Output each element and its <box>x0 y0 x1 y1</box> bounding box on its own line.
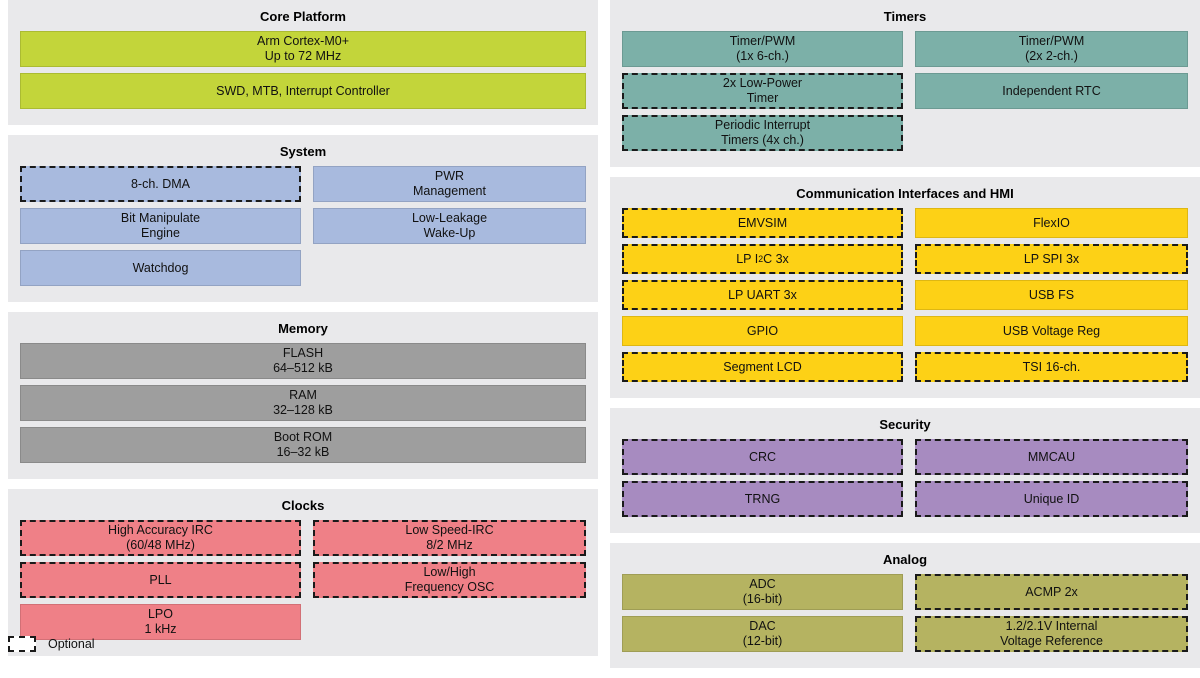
block-watchdog[interactable]: Watchdog <box>20 250 301 286</box>
panel-clocks: Clocks High Accuracy IRC (60/48 MHz) PLL… <box>8 489 598 656</box>
legend-label-optional: Optional <box>48 637 95 651</box>
panel-analog: Analog ADC (16-bit) DAC (12-bit) ACMP 2x… <box>610 543 1200 668</box>
panel-title-analog: Analog <box>882 552 928 567</box>
system-right-blocks: PWR Management Low-Leakage Wake-Up <box>313 166 586 250</box>
block-lp-spi-3x[interactable]: LP SPI 3x <box>915 244 1188 274</box>
block-low-leakage-wake-up[interactable]: Low-Leakage Wake-Up <box>313 208 586 244</box>
communication-right-blocks: FlexIO LP SPI 3x USB FS USB Voltage Reg … <box>915 208 1188 388</box>
panel-title-security: Security <box>879 417 931 432</box>
block-pwr-management[interactable]: PWR Management <box>313 166 586 202</box>
block-usb-voltage-reg[interactable]: USB Voltage Reg <box>915 316 1188 346</box>
block-crc[interactable]: CRC <box>622 439 903 475</box>
panel-memory: Memory FLASH 64–512 kB RAM 32–128 kB Boo… <box>8 312 598 479</box>
block-2x-low-power-timer[interactable]: 2x Low-Power Timer <box>622 73 903 109</box>
block-low-speed-irc[interactable]: Low Speed-IRC 8/2 MHz <box>313 520 586 556</box>
panel-title-timers: Timers <box>883 9 927 24</box>
timers-right-blocks: Timer/PWM (2x 2-ch.) Independent RTC <box>915 31 1188 115</box>
block-mmcau[interactable]: MMCAU <box>915 439 1188 475</box>
panel-title-core-platform: Core Platform <box>260 9 346 24</box>
clocks-left-blocks: High Accuracy IRC (60/48 MHz) PLL LPO 1 … <box>20 520 301 646</box>
block-boot-rom[interactable]: Boot ROM 16–32 kB <box>20 427 586 463</box>
panel-communication-interfaces: Communication Interfaces and HMI EMVSIM … <box>610 177 1200 398</box>
memory-blocks: FLASH 64–512 kB RAM 32–128 kB Boot ROM 1… <box>20 343 586 469</box>
block-adc[interactable]: ADC (16-bit) <box>622 574 903 610</box>
legend: Optional <box>8 636 95 652</box>
block-periodic-interrupt-timers[interactable]: Periodic Interrupt Timers (4x ch.) <box>622 115 903 151</box>
block-ram[interactable]: RAM 32–128 kB <box>20 385 586 421</box>
panel-title-system: System <box>279 144 327 159</box>
block-gpio[interactable]: GPIO <box>622 316 903 346</box>
block-high-accuracy-irc[interactable]: High Accuracy IRC (60/48 MHz) <box>20 520 301 556</box>
block-trng[interactable]: TRNG <box>622 481 903 517</box>
block-emvsim[interactable]: EMVSIM <box>622 208 903 238</box>
timers-left-blocks: Timer/PWM (1x 6-ch.) 2x Low-Power Timer … <box>622 31 903 157</box>
block-low-high-frequency-osc[interactable]: Low/High Frequency OSC <box>313 562 586 598</box>
block-tsi-16ch[interactable]: TSI 16-ch. <box>915 352 1188 382</box>
block-8ch-dma[interactable]: 8-ch. DMA <box>20 166 301 202</box>
panel-core-platform: Core Platform Arm Cortex-M0+ Up to 72 MH… <box>8 0 598 125</box>
panel-title-clocks: Clocks <box>281 498 325 513</box>
panel-security: Security CRC TRNG MMCAU Unique ID <box>610 408 1200 533</box>
block-dac[interactable]: DAC (12-bit) <box>622 616 903 652</box>
analog-right-blocks: ACMP 2x 1.2/2.1V Internal Voltage Refere… <box>915 574 1188 658</box>
block-usb-fs[interactable]: USB FS <box>915 280 1188 310</box>
block-segment-lcd[interactable]: Segment LCD <box>622 352 903 382</box>
system-left-blocks: 8-ch. DMA Bit Manipulate Engine Watchdog <box>20 166 301 292</box>
panel-system: System 8-ch. DMA Bit Manipulate Engine W… <box>8 135 598 302</box>
left-column: Core Platform Arm Cortex-M0+ Up to 72 MH… <box>8 0 598 666</box>
block-bit-manipulate-engine[interactable]: Bit Manipulate Engine <box>20 208 301 244</box>
core-platform-blocks: Arm Cortex-M0+ Up to 72 MHz SWD, MTB, In… <box>20 31 586 115</box>
block-flexio[interactable]: FlexIO <box>915 208 1188 238</box>
block-timer-pwm-2x2ch[interactable]: Timer/PWM (2x 2-ch.) <box>915 31 1188 67</box>
panel-timers: Timers Timer/PWM (1x 6-ch.) 2x Low-Power… <box>610 0 1200 167</box>
block-swd-mtb-interrupt-controller[interactable]: SWD, MTB, Interrupt Controller <box>20 73 586 109</box>
block-lp-uart-3x[interactable]: LP UART 3x <box>622 280 903 310</box>
block-diagram-canvas: Core Platform Arm Cortex-M0+ Up to 72 MH… <box>8 0 1200 668</box>
block-flash[interactable]: FLASH 64–512 kB <box>20 343 586 379</box>
analog-left-blocks: ADC (16-bit) DAC (12-bit) <box>622 574 903 658</box>
panel-title-communication: Communication Interfaces and HMI <box>796 186 1014 201</box>
block-acmp-2x[interactable]: ACMP 2x <box>915 574 1188 610</box>
block-pll[interactable]: PLL <box>20 562 301 598</box>
security-right-blocks: MMCAU Unique ID <box>915 439 1188 523</box>
block-unique-id[interactable]: Unique ID <box>915 481 1188 517</box>
block-internal-voltage-reference[interactable]: 1.2/2.1V Internal Voltage Reference <box>915 616 1188 652</box>
clocks-right-blocks: Low Speed-IRC 8/2 MHz Low/High Frequency… <box>313 520 586 604</box>
block-lpo[interactable]: LPO 1 kHz <box>20 604 301 640</box>
panel-title-memory: Memory <box>278 321 328 336</box>
block-arm-cortex-m0plus[interactable]: Arm Cortex-M0+ Up to 72 MHz <box>20 31 586 67</box>
optional-dashed-swatch-icon <box>8 636 36 652</box>
block-independent-rtc[interactable]: Independent RTC <box>915 73 1188 109</box>
block-timer-pwm-1x6ch[interactable]: Timer/PWM (1x 6-ch.) <box>622 31 903 67</box>
right-column: Timers Timer/PWM (1x 6-ch.) 2x Low-Power… <box>610 0 1200 678</box>
security-left-blocks: CRC TRNG <box>622 439 903 523</box>
